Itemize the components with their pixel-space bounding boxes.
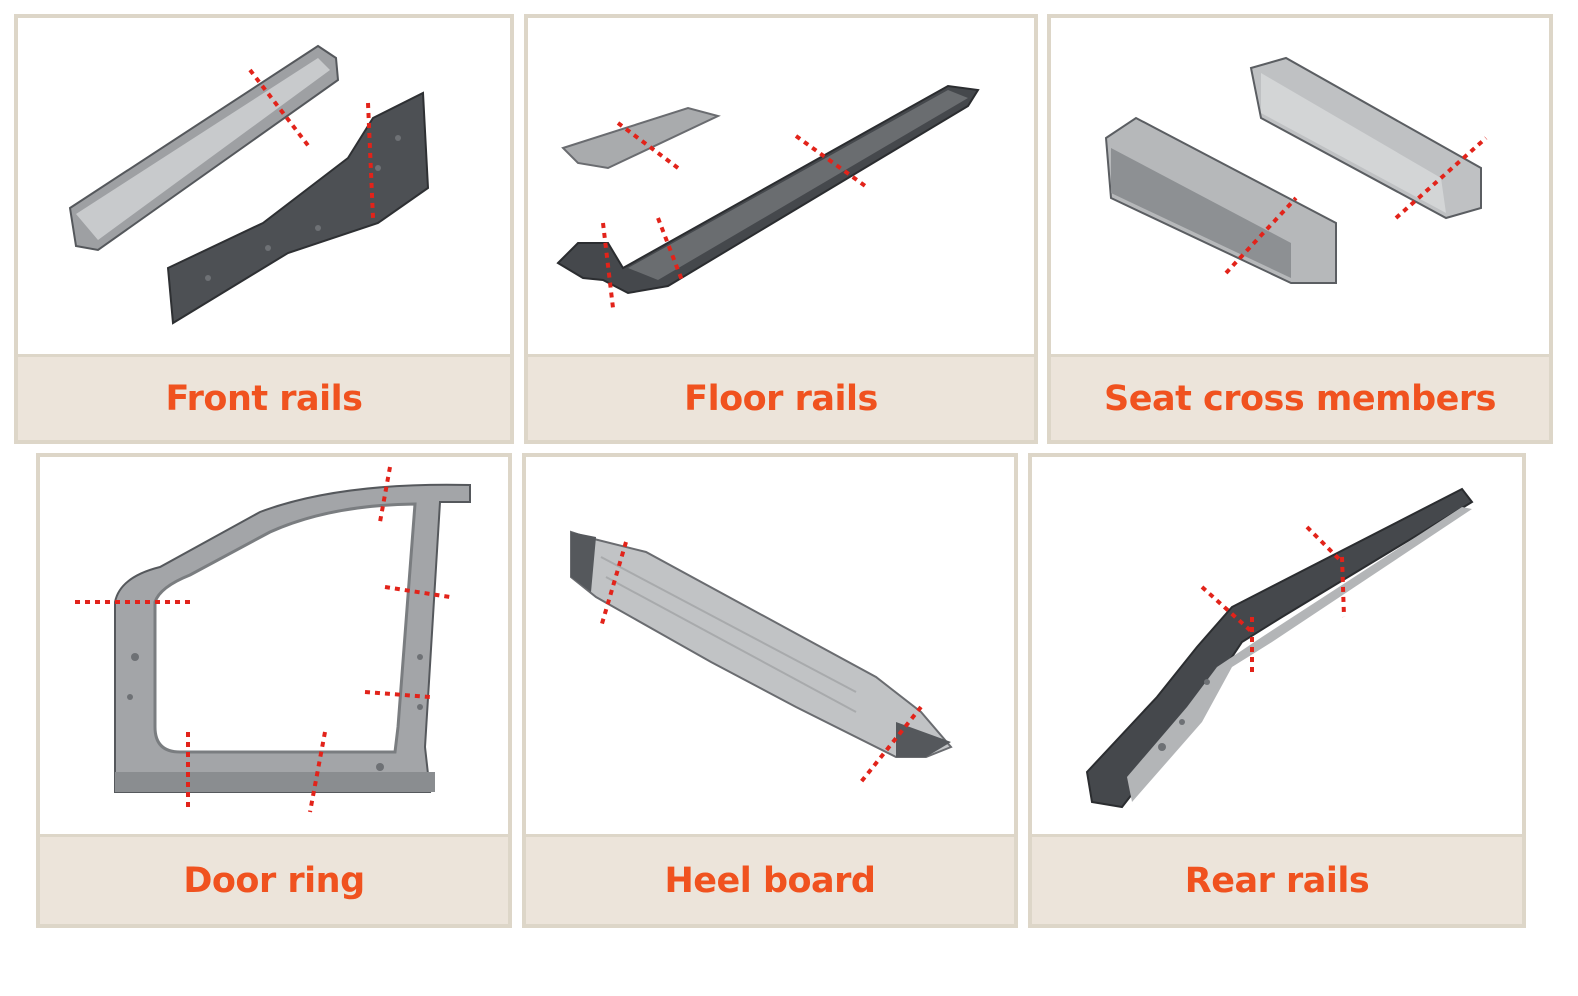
- panel-floor-rails: Floor rails: [524, 14, 1038, 444]
- panel-front-rails: Front rails: [14, 14, 514, 444]
- floor-rails-image: [528, 18, 1034, 358]
- door-ring-part-icon: [75, 466, 471, 813]
- heel-board-part-icon: [570, 530, 953, 784]
- caption-seat-cross-members: Seat cross members: [1051, 354, 1549, 440]
- caption-heel-board: Heel board: [526, 834, 1014, 924]
- caption-front-rails: Front rails: [18, 354, 510, 440]
- heel-board-image: [526, 457, 1014, 837]
- caption-floor-rails: Floor rails: [528, 354, 1034, 440]
- seat-cross-members-image: [1051, 18, 1549, 358]
- rear-rails-part-icon: [1085, 487, 1474, 809]
- panel-rear-rails: Rear rails: [1028, 453, 1526, 928]
- seat-cross-members-part-icon: [1104, 56, 1488, 284]
- panel-heel-board: Heel board: [522, 453, 1018, 928]
- rear-rails-image: [1032, 457, 1522, 837]
- panel-seat-cross-members: Seat cross members: [1047, 14, 1553, 444]
- door-ring-image: [40, 457, 508, 837]
- caption-rear-rails: Rear rails: [1032, 834, 1522, 924]
- floor-rails-part-icon: [556, 84, 980, 309]
- caption-door-ring: Door ring: [40, 834, 508, 924]
- panel-door-ring: Door ring: [36, 453, 512, 928]
- front-rails-part-icon: [68, 44, 430, 325]
- front-rails-image: [18, 18, 510, 358]
